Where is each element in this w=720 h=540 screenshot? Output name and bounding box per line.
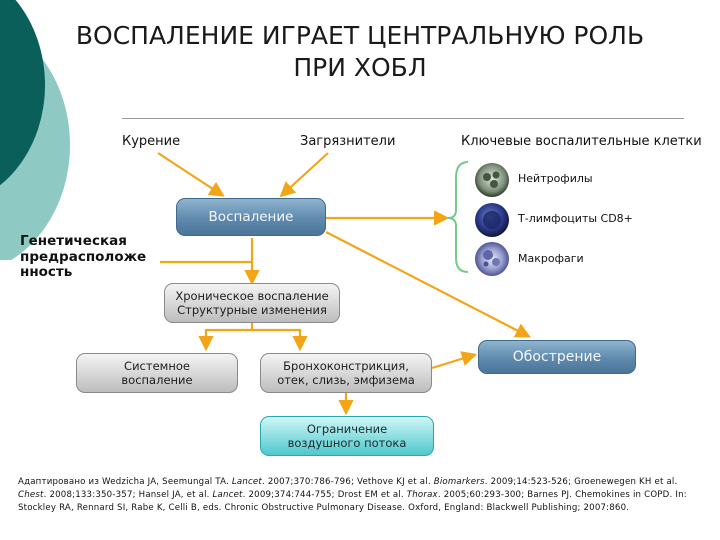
lymphocyte-icon: [475, 203, 509, 237]
slide-title: ВОСПАЛЕНИЕ ИГРАЕТ ЦЕНТРАЛЬНУЮ РОЛЬ ПРИ Х…: [20, 20, 700, 84]
inflammation-box: Воспаление: [176, 198, 326, 236]
arrow-smoking-to-inflammation: [157, 152, 225, 197]
label-key-cells: Ключевые воспалительные клетки: [461, 134, 702, 149]
neutrophil-icon: [475, 163, 509, 197]
arrow-inflammation-to-exacerbation: [325, 231, 531, 338]
arrow-chronic-to-systemic: [198, 322, 254, 352]
systemic-inflammation-box: Системное воспаление: [76, 353, 238, 393]
label-pollutants: Загрязнители: [300, 134, 396, 149]
dark-teal-arc: [0, 0, 45, 186]
cell-label-neutrophils: Нейтрофилы: [518, 172, 593, 185]
chronic-inflammation-box: Хроническое воспаление Структурные измен…: [164, 283, 340, 323]
corner-decoration: [0, 0, 70, 260]
cells-brace: [447, 161, 469, 273]
title-line-2: ПРИ ХОБЛ: [293, 53, 427, 82]
title-line-1: ВОСПАЛЕНИЕ ИГРАЕТ ЦЕНТРАЛЬНУЮ РОЛЬ: [75, 21, 645, 50]
airflow-limitation-box: Ограничение воздушного потока: [260, 416, 434, 456]
title-divider: [122, 118, 684, 119]
cell-label-macrophages: Макрофаги: [518, 252, 584, 265]
cell-label-cd8: Т-лимфоциты CD8+: [518, 212, 633, 225]
arrow-broncho-to-exacerbation: [431, 351, 478, 370]
exacerbation-box: Обострение: [478, 340, 636, 374]
macrophage-icon: [475, 242, 509, 276]
bronchoconstriction-box: Бронхоконстрикция, отек, слизь, эмфизема: [260, 353, 432, 393]
genetic-predisposition-label: Генетическая предрасположе нность: [20, 233, 147, 280]
label-smoking: Курение: [122, 134, 181, 149]
citation-text: Адаптировано из Wedzicha JA, Seemungal T…: [18, 477, 687, 514]
arrow-pollutants-to-inflammation: [279, 152, 329, 198]
arrow-chronic-to-broncho: [252, 328, 308, 352]
